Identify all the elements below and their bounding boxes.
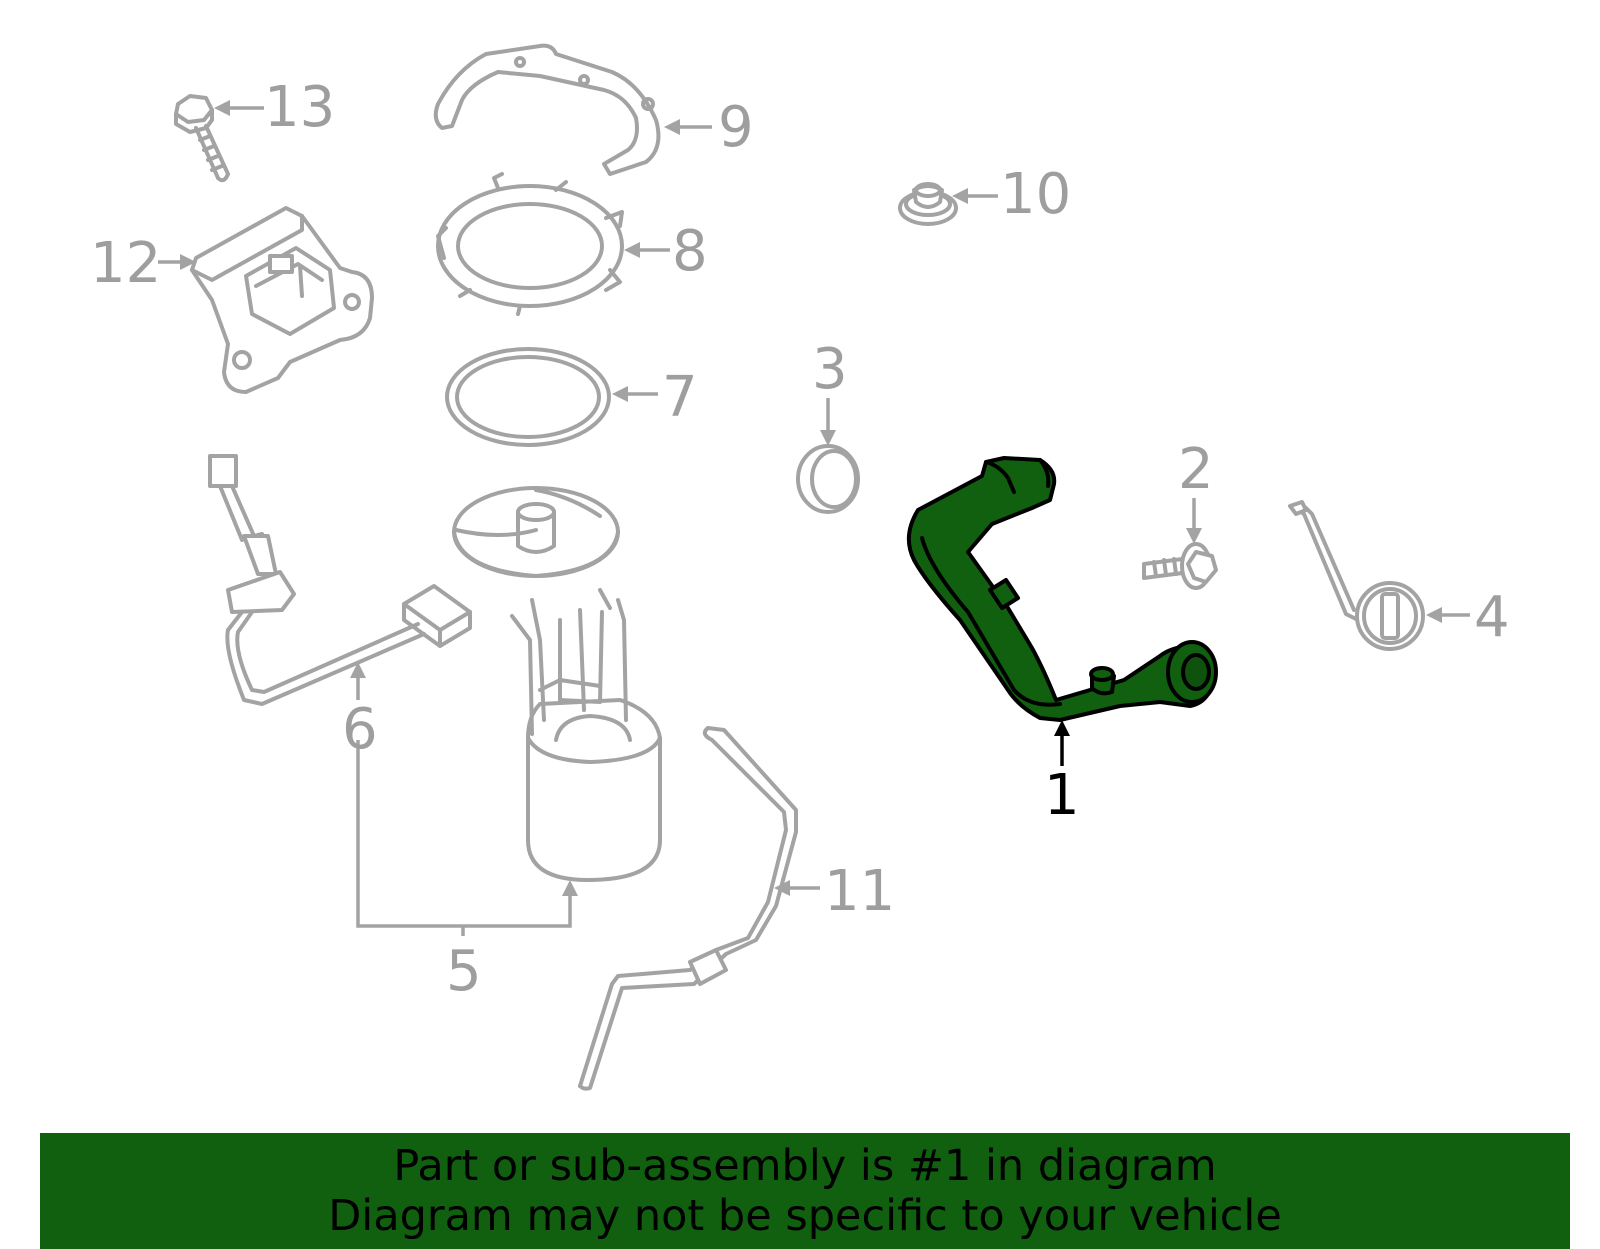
callout-1: 1 bbox=[1044, 763, 1080, 828]
leader-lines bbox=[158, 100, 1470, 936]
callout-4: 4 bbox=[1474, 585, 1510, 650]
part-6-wiring-harness bbox=[208, 454, 472, 706]
part-9-bracket bbox=[433, 43, 661, 176]
info-banner: Part or sub-assembly is #1 in diagram Di… bbox=[40, 1133, 1570, 1249]
callout-7: 7 bbox=[662, 365, 698, 430]
callout-13: 13 bbox=[264, 75, 335, 140]
part-8-lock-ring bbox=[436, 172, 624, 316]
part-4-fuel-cap bbox=[1288, 500, 1425, 651]
callout-2: 2 bbox=[1178, 437, 1214, 502]
callout-8: 8 bbox=[672, 219, 708, 284]
callout-12: 12 bbox=[90, 231, 161, 296]
part-11-fuel-line bbox=[578, 726, 798, 1091]
callout-6: 6 bbox=[342, 697, 378, 762]
banner-line-disclaimer: Diagram may not be specific to your vehi… bbox=[328, 1191, 1282, 1241]
callout-5: 5 bbox=[446, 939, 482, 1004]
callout-9: 9 bbox=[718, 95, 754, 160]
callout-3: 3 bbox=[812, 337, 848, 402]
part-13-bolt bbox=[174, 94, 230, 183]
callout-numbers: 13 9 10 12 8 7 3 2 4 6 5 11 1 bbox=[90, 75, 1510, 1004]
part-3-grommet bbox=[796, 444, 860, 514]
part-7-gasket bbox=[445, 347, 611, 447]
part-1-fuel-filler-pipe bbox=[906, 456, 1218, 722]
part-10-nut bbox=[898, 182, 958, 226]
part-5-fuel-pump-module bbox=[452, 486, 662, 882]
part-2-bolt bbox=[1142, 542, 1218, 590]
callout-11: 11 bbox=[824, 859, 895, 924]
banner-line-part-number: Part or sub-assembly is #1 in diagram bbox=[393, 1141, 1217, 1191]
part-12-control-module bbox=[190, 206, 374, 394]
callout-10: 10 bbox=[1000, 162, 1071, 227]
